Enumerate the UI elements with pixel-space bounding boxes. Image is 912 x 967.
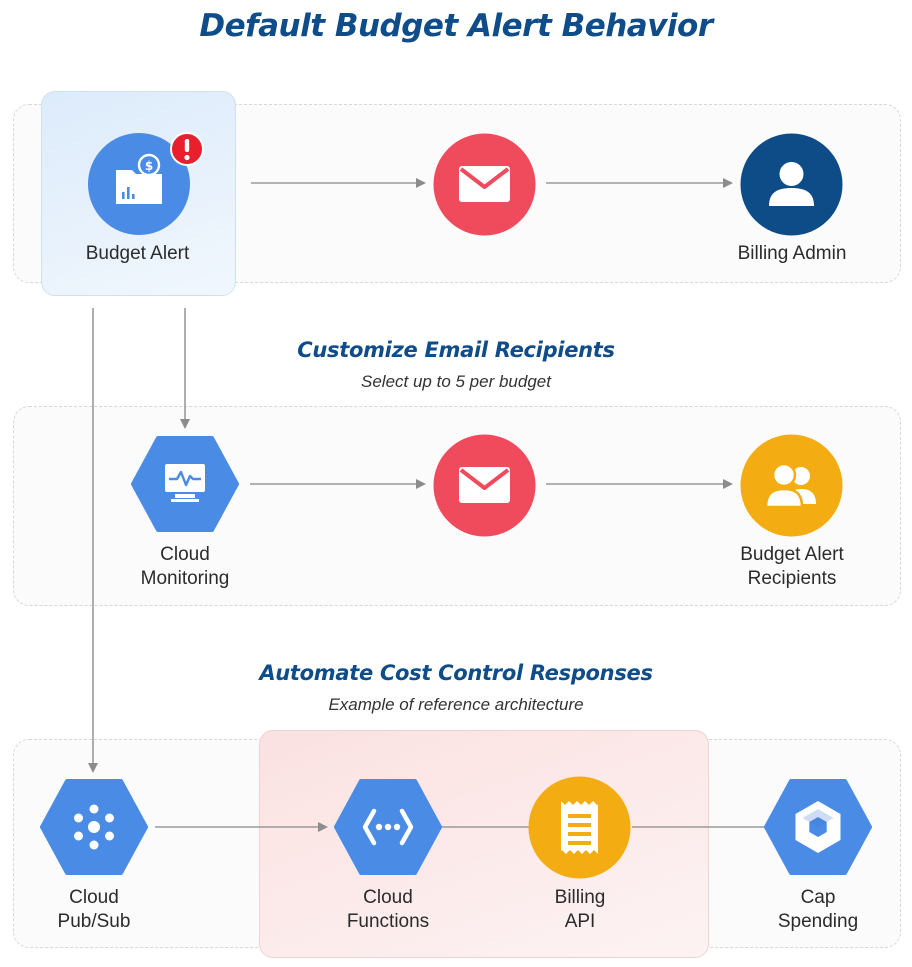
automate-section-subtitle: Example of reference architecture xyxy=(328,695,584,714)
customize-section-title: Customize Email Recipients xyxy=(297,338,615,362)
cap-spending-node[interactable] xyxy=(764,779,872,875)
cost-control-highlight xyxy=(259,730,709,958)
email-node-2[interactable] xyxy=(433,434,536,537)
svg-text:$: $ xyxy=(145,159,153,173)
billing-admin-node[interactable] xyxy=(740,133,843,236)
cloud-monitoring-node[interactable] xyxy=(131,436,239,532)
envelope-icon xyxy=(433,434,536,537)
email-node-1[interactable] xyxy=(433,133,536,236)
cloud-monitoring-label: Cloud Monitoring xyxy=(140,544,230,589)
cloud-pubsub-node[interactable] xyxy=(40,779,148,875)
monitor-pulse-icon xyxy=(131,436,239,532)
receipt-icon xyxy=(528,776,631,879)
budget-alert-recipients-node[interactable] xyxy=(740,434,843,537)
budget-alert-label: Budget Alert xyxy=(85,243,190,264)
envelope-icon xyxy=(433,133,536,236)
pubsub-icon xyxy=(40,779,148,875)
cloud-pubsub-label: Cloud Pub/Sub xyxy=(57,887,131,932)
alert-exclamation-icon xyxy=(170,132,204,166)
budget-alert-node[interactable]: $ xyxy=(87,132,191,236)
cloud-functions-label: Cloud Functions xyxy=(346,887,430,932)
billing-api-label: Billing API xyxy=(554,887,606,932)
automate-section-title: Automate Cost Control Responses xyxy=(259,661,653,685)
cap-spending-label: Cap Spending xyxy=(777,887,859,932)
user-icon xyxy=(740,133,843,236)
budget-alert-recipients-label: Budget Alert Recipients xyxy=(740,544,844,589)
cloud-functions-node[interactable] xyxy=(334,779,442,875)
folder-dollar-chart-icon: $ xyxy=(88,133,190,235)
billing-admin-label: Billing Admin xyxy=(737,243,847,264)
functions-icon xyxy=(334,779,442,875)
page-title: Default Budget Alert Behavior xyxy=(199,8,713,44)
billing-api-node[interactable] xyxy=(528,776,631,879)
hexagon-ring-icon xyxy=(764,779,872,875)
users-icon xyxy=(740,434,843,537)
customize-section-subtitle: Select up to 5 per budget xyxy=(361,372,551,391)
